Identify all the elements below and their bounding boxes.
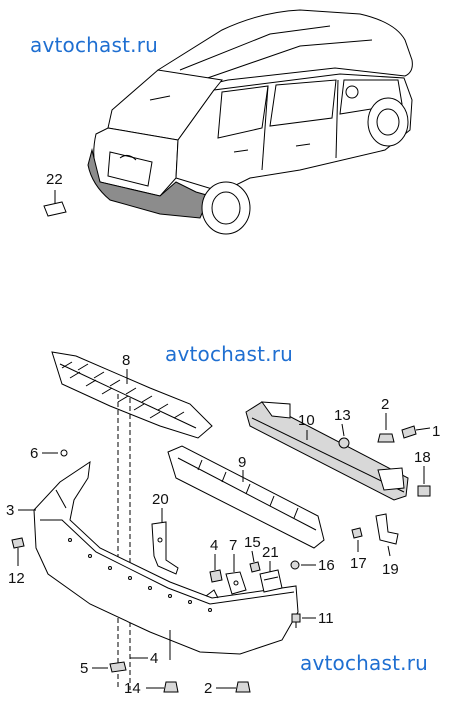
part-2-nut-lower: 2 <box>204 680 251 697</box>
part-16-nut: 16 <box>290 557 335 574</box>
callout-10: 10 <box>298 412 315 429</box>
callout-4-lower: 4 <box>150 650 158 667</box>
callout-8: 8 <box>122 352 130 369</box>
callout-17: 17 <box>350 555 367 572</box>
callout-2-upper: 2 <box>381 396 389 413</box>
callout-6: 6 <box>30 445 38 462</box>
part-15-screw: 15 <box>244 534 261 573</box>
callout-18: 18 <box>414 449 431 466</box>
vehicle-illustration <box>87 9 413 235</box>
part-19-bracket: 19 <box>375 513 399 578</box>
part-14-nut: 14 <box>124 680 179 697</box>
part-7-bracket: 7 <box>225 537 247 595</box>
part-22-reflector: 22 <box>43 171 67 217</box>
watermark-middle: avtochast.ru <box>165 342 294 366</box>
part-17-bolt: 17 <box>350 527 367 572</box>
part-4-clip-lower: 4 <box>130 650 158 667</box>
part-9-absorber: 9 <box>167 445 325 549</box>
part-10-rear-beam: 10 <box>245 401 409 501</box>
part-5-clip: 5 <box>80 660 127 677</box>
part-13-nut: 13 <box>334 407 351 449</box>
callout-1: 1 <box>432 423 440 440</box>
callout-5: 5 <box>80 660 88 677</box>
callout-21: 21 <box>262 544 279 561</box>
callout-7: 7 <box>229 537 237 554</box>
part-6-clip: 6 <box>30 445 68 462</box>
part-21-bracket: 21 <box>259 544 283 593</box>
callout-19: 19 <box>382 561 399 578</box>
part-4-clip-upper: 4 <box>209 537 223 583</box>
callout-20: 20 <box>152 491 169 508</box>
callout-4-upper: 4 <box>210 537 218 554</box>
callout-13: 13 <box>334 407 351 424</box>
callout-3: 3 <box>6 502 14 519</box>
callout-12: 12 <box>8 570 25 587</box>
part-11-screw: 11 <box>291 610 334 628</box>
part-1-bolt: 1 <box>401 423 440 440</box>
watermark-bottom: avtochast.ru <box>300 651 429 675</box>
part-12-screw: 12 <box>8 537 25 587</box>
part-3-bumper-cover: 3 <box>6 460 299 660</box>
part-2-nut-upper: 2 <box>377 396 395 443</box>
part-20-bracket: 20 <box>151 491 179 575</box>
watermark-top: avtochast.ru <box>30 33 159 57</box>
callout-22: 22 <box>46 171 63 188</box>
callout-14: 14 <box>124 680 141 697</box>
callout-11: 11 <box>318 610 334 627</box>
callout-16: 16 <box>318 557 335 574</box>
part-8-step-cover: 8 <box>51 351 213 439</box>
part-18-bolt: 18 <box>414 449 431 497</box>
callout-15: 15 <box>244 534 261 551</box>
callout-9: 9 <box>238 454 246 471</box>
callout-2-lower: 2 <box>204 680 212 697</box>
